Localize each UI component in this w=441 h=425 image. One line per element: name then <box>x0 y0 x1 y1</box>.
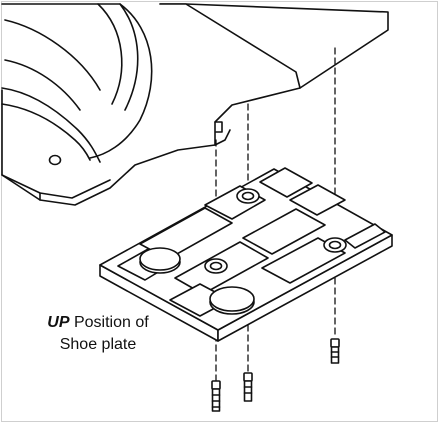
screws <box>211 338 340 412</box>
caption-line-2: Shoe plate <box>59 336 137 353</box>
caption-line-1: UP Position of <box>28 312 168 334</box>
screw-middle <box>243 372 253 402</box>
caption-emphasis: UP <box>47 314 70 331</box>
diagram-caption: UP Position of Shoe plate <box>28 312 168 356</box>
screw-right <box>330 338 340 364</box>
caption-line-1-rest: Position of <box>69 314 149 331</box>
shoe-plate <box>99 167 393 342</box>
screw-left <box>211 380 221 412</box>
tool-housing <box>1 3 389 206</box>
